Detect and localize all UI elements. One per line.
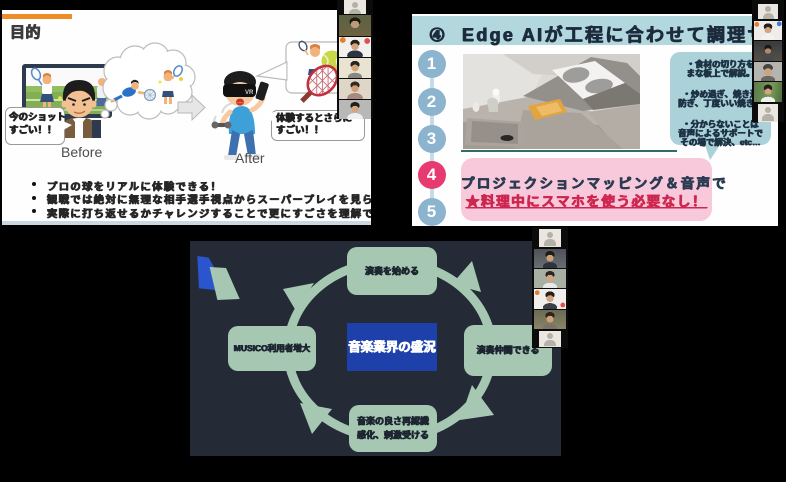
svg-text:VR: VR: [245, 90, 254, 96]
